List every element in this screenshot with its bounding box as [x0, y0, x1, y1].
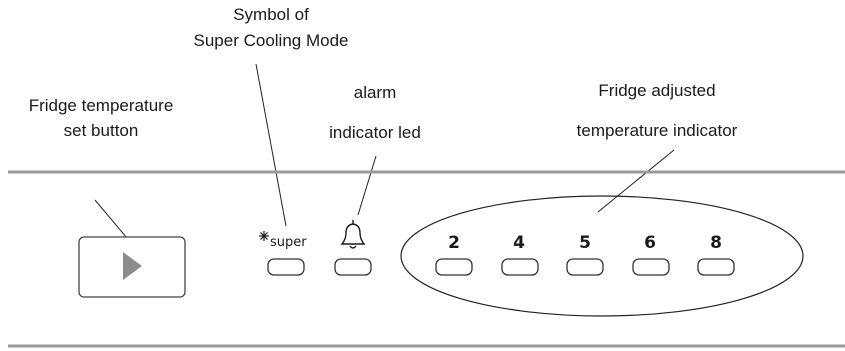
- label-super-symbol-line2: Super Cooling Mode: [194, 31, 349, 50]
- temp-label-2: 2: [448, 233, 460, 253]
- snowflake-icon: [259, 231, 269, 241]
- callout-set-button: Fridge temperature set button: [29, 96, 174, 245]
- temp-label-5: 5: [579, 233, 591, 253]
- leader-line-alarm: [357, 155, 377, 216]
- super-led: [267, 258, 305, 276]
- temperature-indicator-group-outline: [400, 195, 804, 317]
- alarm-led: [334, 258, 372, 276]
- label-adjusted-temp-line1: Fridge adjusted: [598, 81, 715, 100]
- callout-adjusted-temp: Fridge adjusted temperature indicator: [577, 81, 738, 213]
- leader-line-super-symbol: [255, 63, 287, 227]
- label-alarm-line1: alarm: [354, 83, 397, 102]
- label-set-button-line2: set button: [64, 121, 139, 140]
- super-text: super: [270, 235, 307, 250]
- temp-label-8: 8: [710, 233, 722, 253]
- temp-led-4: [501, 258, 539, 276]
- bell-icon: [340, 220, 366, 249]
- label-super-symbol-line1: Symbol of: [233, 5, 309, 24]
- set-button[interactable]: [78, 236, 186, 298]
- temp-led-8: [697, 258, 735, 276]
- temp-led-2: [435, 258, 473, 276]
- temp-led-5: [566, 258, 604, 276]
- temp-label-6: 6: [644, 233, 656, 253]
- temp-led-6: [632, 258, 670, 276]
- play-triangle-icon: [123, 252, 142, 280]
- super-symbol: super: [259, 231, 307, 250]
- temp-label-4: 4: [513, 233, 525, 253]
- label-set-button-line1: Fridge temperature: [29, 96, 174, 115]
- label-alarm-line2: indicator led: [329, 123, 421, 142]
- callout-super-symbol: Symbol of Super Cooling Mode: [194, 5, 349, 227]
- leader-line-adjusted-temp: [597, 149, 675, 213]
- callout-alarm: alarm indicator led: [329, 83, 421, 216]
- label-adjusted-temp-line2: temperature indicator: [577, 121, 738, 140]
